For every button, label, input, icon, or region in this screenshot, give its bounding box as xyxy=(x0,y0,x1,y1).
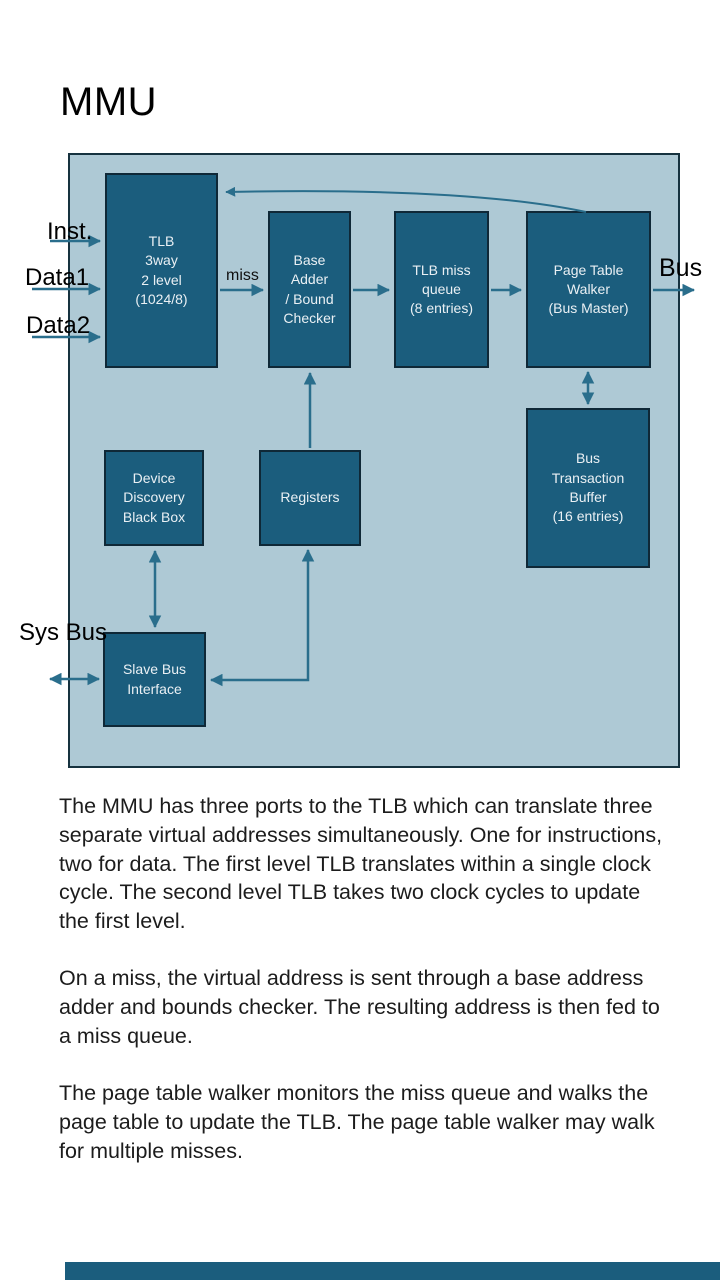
bus-transaction-buffer-block: Bus Transaction Buffer (16 entries) xyxy=(526,408,650,568)
page-title: MMU xyxy=(60,80,158,124)
page-table-walker-block: Page Table Walker (Bus Master) xyxy=(526,211,651,368)
tlb-miss-queue-label: TLB miss queue (8 entries) xyxy=(409,261,474,317)
data1-port-label: Data1 xyxy=(25,264,90,291)
description-paragraph-miss: On a miss, the virtual address is sent t… xyxy=(59,966,660,1048)
bottom-accent-bar xyxy=(65,1262,720,1280)
page-table-walker-label: Page Table Walker (Bus Master) xyxy=(548,261,629,317)
tlb-block-label: TLB 3way 2 level (1024/8) xyxy=(135,232,188,307)
tlb-block: TLB 3way 2 level (1024/8) xyxy=(105,173,218,368)
base-adder-bound-checker-label: Base Adder / Bound Checker xyxy=(283,251,336,326)
tlb-miss-queue-block: TLB miss queue (8 entries) xyxy=(394,211,489,368)
device-discovery-label: Device Discovery Black Box xyxy=(122,470,186,525)
registers-block: Registers xyxy=(259,450,361,546)
sys-bus-port-label: Sys Bus xyxy=(19,619,108,646)
description-paragraph-tlb: The MMU has three ports to the TLB which… xyxy=(59,794,663,934)
description-paragraph-walker: The page table walker monitors the miss … xyxy=(59,1081,655,1163)
base-adder-bound-checker-block: Base Adder / Bound Checker xyxy=(268,211,351,368)
miss-arrow-label: miss xyxy=(226,267,259,284)
bus-transaction-buffer-label: Bus Transaction Buffer (16 entries) xyxy=(551,450,625,525)
slave-bus-interface-block: Slave Bus Interface xyxy=(103,632,206,727)
data2-port-label: Data2 xyxy=(26,312,91,339)
slave-bus-interface-label: Slave Bus Interface xyxy=(122,661,187,697)
inst-port-label: Inst. xyxy=(47,218,93,245)
bus-port-label: Bus xyxy=(659,254,703,282)
registers-label: Registers xyxy=(280,489,340,506)
device-discovery-block: Device Discovery Black Box xyxy=(104,450,204,546)
